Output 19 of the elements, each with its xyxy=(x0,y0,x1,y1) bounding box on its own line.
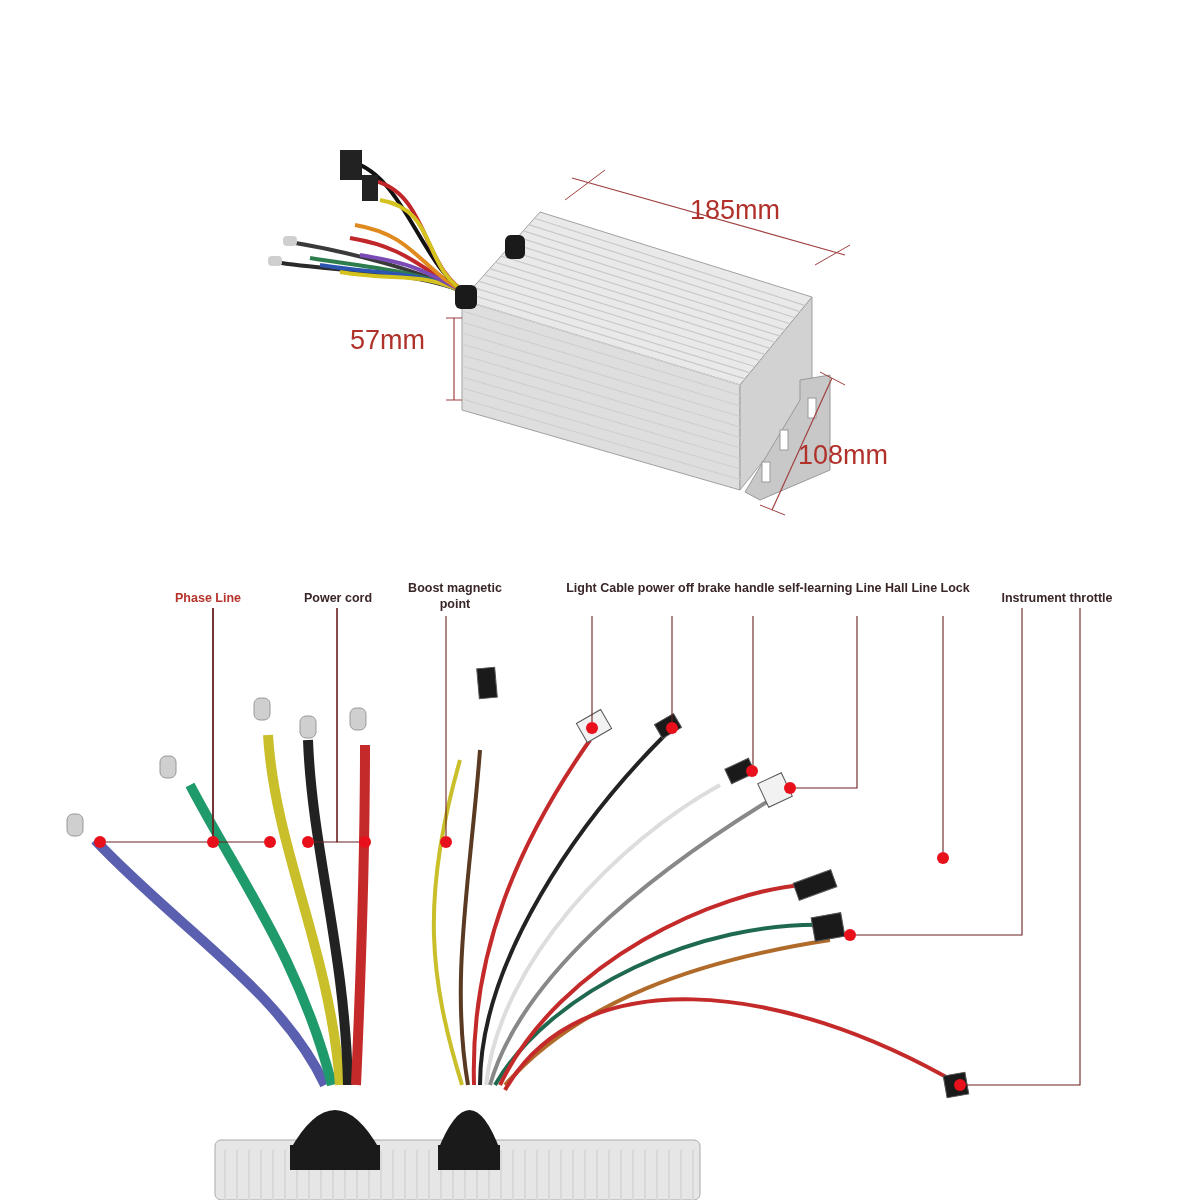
leader-line xyxy=(752,615,754,766)
marker-dot xyxy=(207,836,219,848)
leader-line xyxy=(212,607,265,843)
leader-line xyxy=(942,615,944,853)
marker-dot xyxy=(302,836,314,848)
dimension-label: 57mm xyxy=(350,325,425,356)
marker-dot xyxy=(94,836,106,848)
leader-line xyxy=(445,615,447,837)
leader-line xyxy=(591,615,593,723)
leader-line xyxy=(671,615,673,723)
leader-line xyxy=(965,607,1081,1086)
leader-line xyxy=(855,607,1023,936)
leader-line xyxy=(795,615,858,789)
marker-dot xyxy=(264,836,276,848)
dimension-label: 108mm xyxy=(798,440,889,471)
marker-dot xyxy=(844,929,856,941)
marker-dot xyxy=(937,852,949,864)
dimension-label: 185mm xyxy=(690,195,781,226)
leader-line xyxy=(336,607,360,843)
